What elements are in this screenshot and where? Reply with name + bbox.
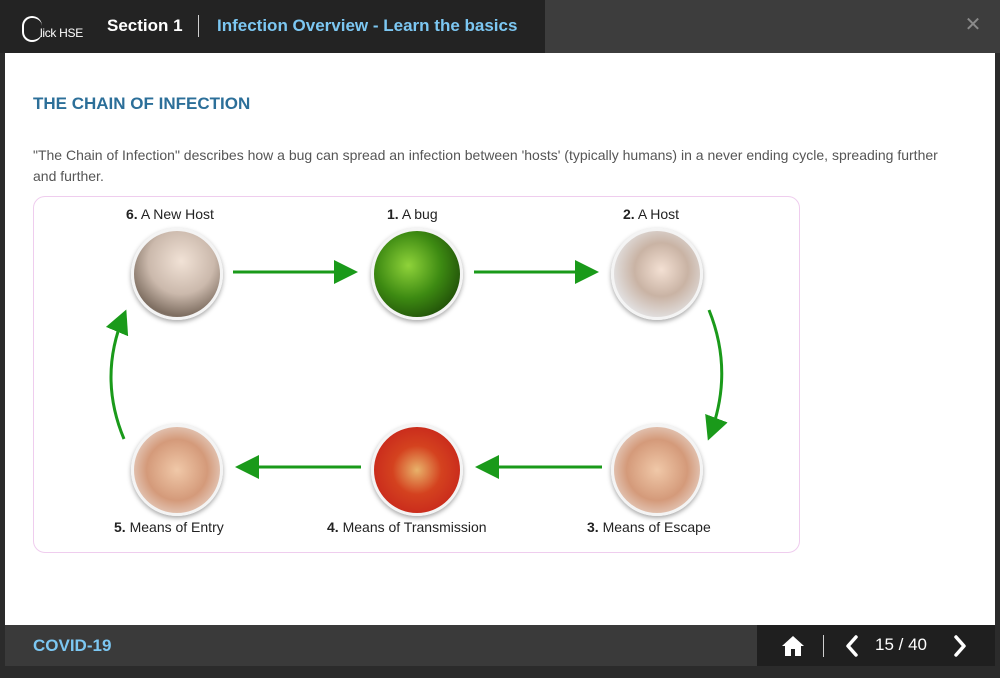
new-host-image (131, 228, 223, 320)
means-of-transmission-image (371, 424, 463, 516)
bacteria-image (371, 228, 463, 320)
means-of-entry-image (131, 424, 223, 516)
node-text: A bug (401, 206, 438, 222)
node-text: A Host (637, 206, 680, 222)
lesson-content: THE CHAIN OF INFECTION "The Chain of Inf… (5, 53, 995, 625)
node-text: Means of Escape (602, 519, 711, 535)
logo-c-shape (22, 16, 42, 42)
section-title: Infection Overview - Learn the basics (217, 16, 518, 35)
top-bar: lick HSE Section 1 Infection Overview - … (0, 0, 1000, 53)
page-navigation: 15 / 40 (757, 625, 995, 666)
home-button[interactable] (781, 634, 805, 658)
nav-divider (823, 635, 824, 657)
node-number: 6. (126, 206, 138, 222)
page-title: THE CHAIN OF INFECTION (33, 94, 251, 113)
course-name: COVID-19 (33, 636, 112, 655)
node-label-new-host: 6. A New Host (126, 206, 214, 222)
chevron-right-icon (954, 635, 966, 657)
node-label-transmission: 4. Means of Transmission (327, 519, 487, 535)
intro-text: "The Chain of Infection" describes how a… (33, 147, 938, 184)
window-bottom-edge (0, 666, 1000, 678)
section-label: Section 1 (107, 16, 183, 35)
node-number: 4. (327, 519, 339, 535)
next-page-button[interactable] (951, 634, 969, 658)
frame-left (0, 53, 5, 678)
logo-text: lick HSE (40, 26, 83, 40)
node-number: 2. (623, 206, 635, 222)
page-counter: 15 / 40 (875, 635, 927, 654)
previous-page-button[interactable] (843, 634, 861, 658)
node-text: A New Host (140, 206, 214, 222)
home-icon (782, 636, 804, 656)
node-number: 1. (387, 206, 399, 222)
chevron-left-icon (846, 635, 858, 657)
node-label-escape: 3. Means of Escape (587, 519, 711, 535)
bottom-bar: COVID-19 15 / 40 (5, 625, 995, 666)
header-title-area: lick HSE Section 1 Infection Overview - … (0, 0, 545, 53)
chain-of-infection-diagram: 6. A New Host 1. A bug 2. A Host 3. Mean… (33, 196, 800, 553)
node-number: 3. (587, 519, 599, 535)
clickhse-logo: lick HSE (10, 6, 84, 46)
host-image (611, 228, 703, 320)
close-icon: ✕ (964, 14, 982, 36)
node-text: Means of Transmission (342, 519, 487, 535)
frame-right (995, 53, 1000, 678)
node-label-bug: 1. A bug (387, 206, 438, 222)
node-label-host: 2. A Host (623, 206, 679, 222)
node-text: Means of Entry (129, 519, 224, 535)
arrow-host-to-escape (705, 309, 728, 441)
node-label-entry: 5. Means of Entry (114, 519, 224, 535)
header-divider (198, 15, 199, 37)
arrow-entry-to-newhost (105, 309, 129, 440)
node-number: 5. (114, 519, 126, 535)
means-of-escape-image (611, 424, 703, 516)
close-button[interactable]: ✕ (962, 14, 984, 36)
